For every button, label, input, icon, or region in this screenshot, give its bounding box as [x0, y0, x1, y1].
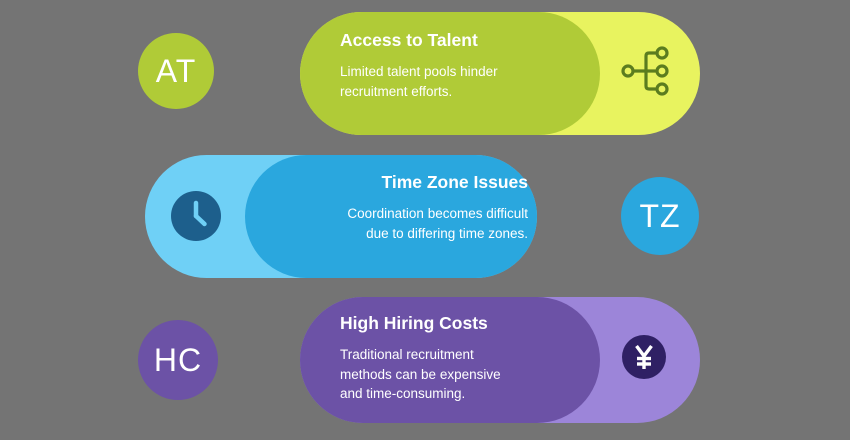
- card-title: Time Zone Issues: [381, 172, 528, 192]
- card-description: Traditional recruitment methods can be e…: [340, 347, 501, 402]
- yen-icon: [622, 335, 666, 379]
- abbreviation-badge: HC: [138, 320, 218, 400]
- card-inner-pill: [245, 155, 537, 278]
- card-inner-pill: [300, 297, 600, 423]
- abbreviation-text: HC: [153, 341, 203, 378]
- card-description: Coordination becomes difficult due to di…: [347, 206, 528, 241]
- abbreviation-text: AT: [155, 52, 197, 89]
- card-description: Limited talent pools hinder recruitment …: [340, 64, 498, 99]
- card-title: Access to Talent: [340, 30, 478, 50]
- card-inner-pill: [300, 12, 600, 135]
- card-text-block: Access to Talent Limited talent pools hi…: [340, 30, 555, 101]
- clock-icon: [171, 191, 221, 241]
- card-title: High Hiring Costs: [340, 313, 488, 333]
- card-text-block: Time Zone Issues Coordination becomes di…: [288, 172, 528, 243]
- abbreviation-text: TZ: [639, 197, 681, 234]
- card-text-block: High Hiring Costs Traditional recruitmen…: [340, 313, 570, 404]
- network-icon: [619, 45, 671, 97]
- abbreviation-badge: AT: [138, 33, 214, 109]
- abbreviation-badge: TZ: [621, 177, 699, 255]
